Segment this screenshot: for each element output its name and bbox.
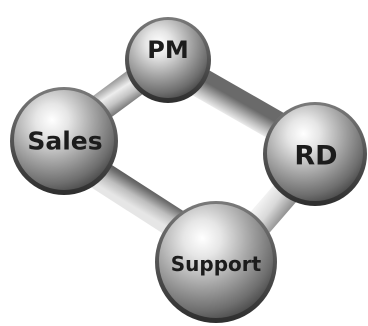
- node-sales: Sales: [10, 87, 118, 195]
- node-sales-label: Sales: [27, 127, 102, 156]
- node-support: Support: [155, 201, 277, 323]
- node-support-label: Support: [171, 252, 262, 276]
- node-rd-label: RD: [294, 141, 337, 172]
- node-pm: PM: [125, 17, 211, 103]
- node-pm-label: PM: [147, 36, 188, 64]
- node-rd: RD: [263, 102, 367, 206]
